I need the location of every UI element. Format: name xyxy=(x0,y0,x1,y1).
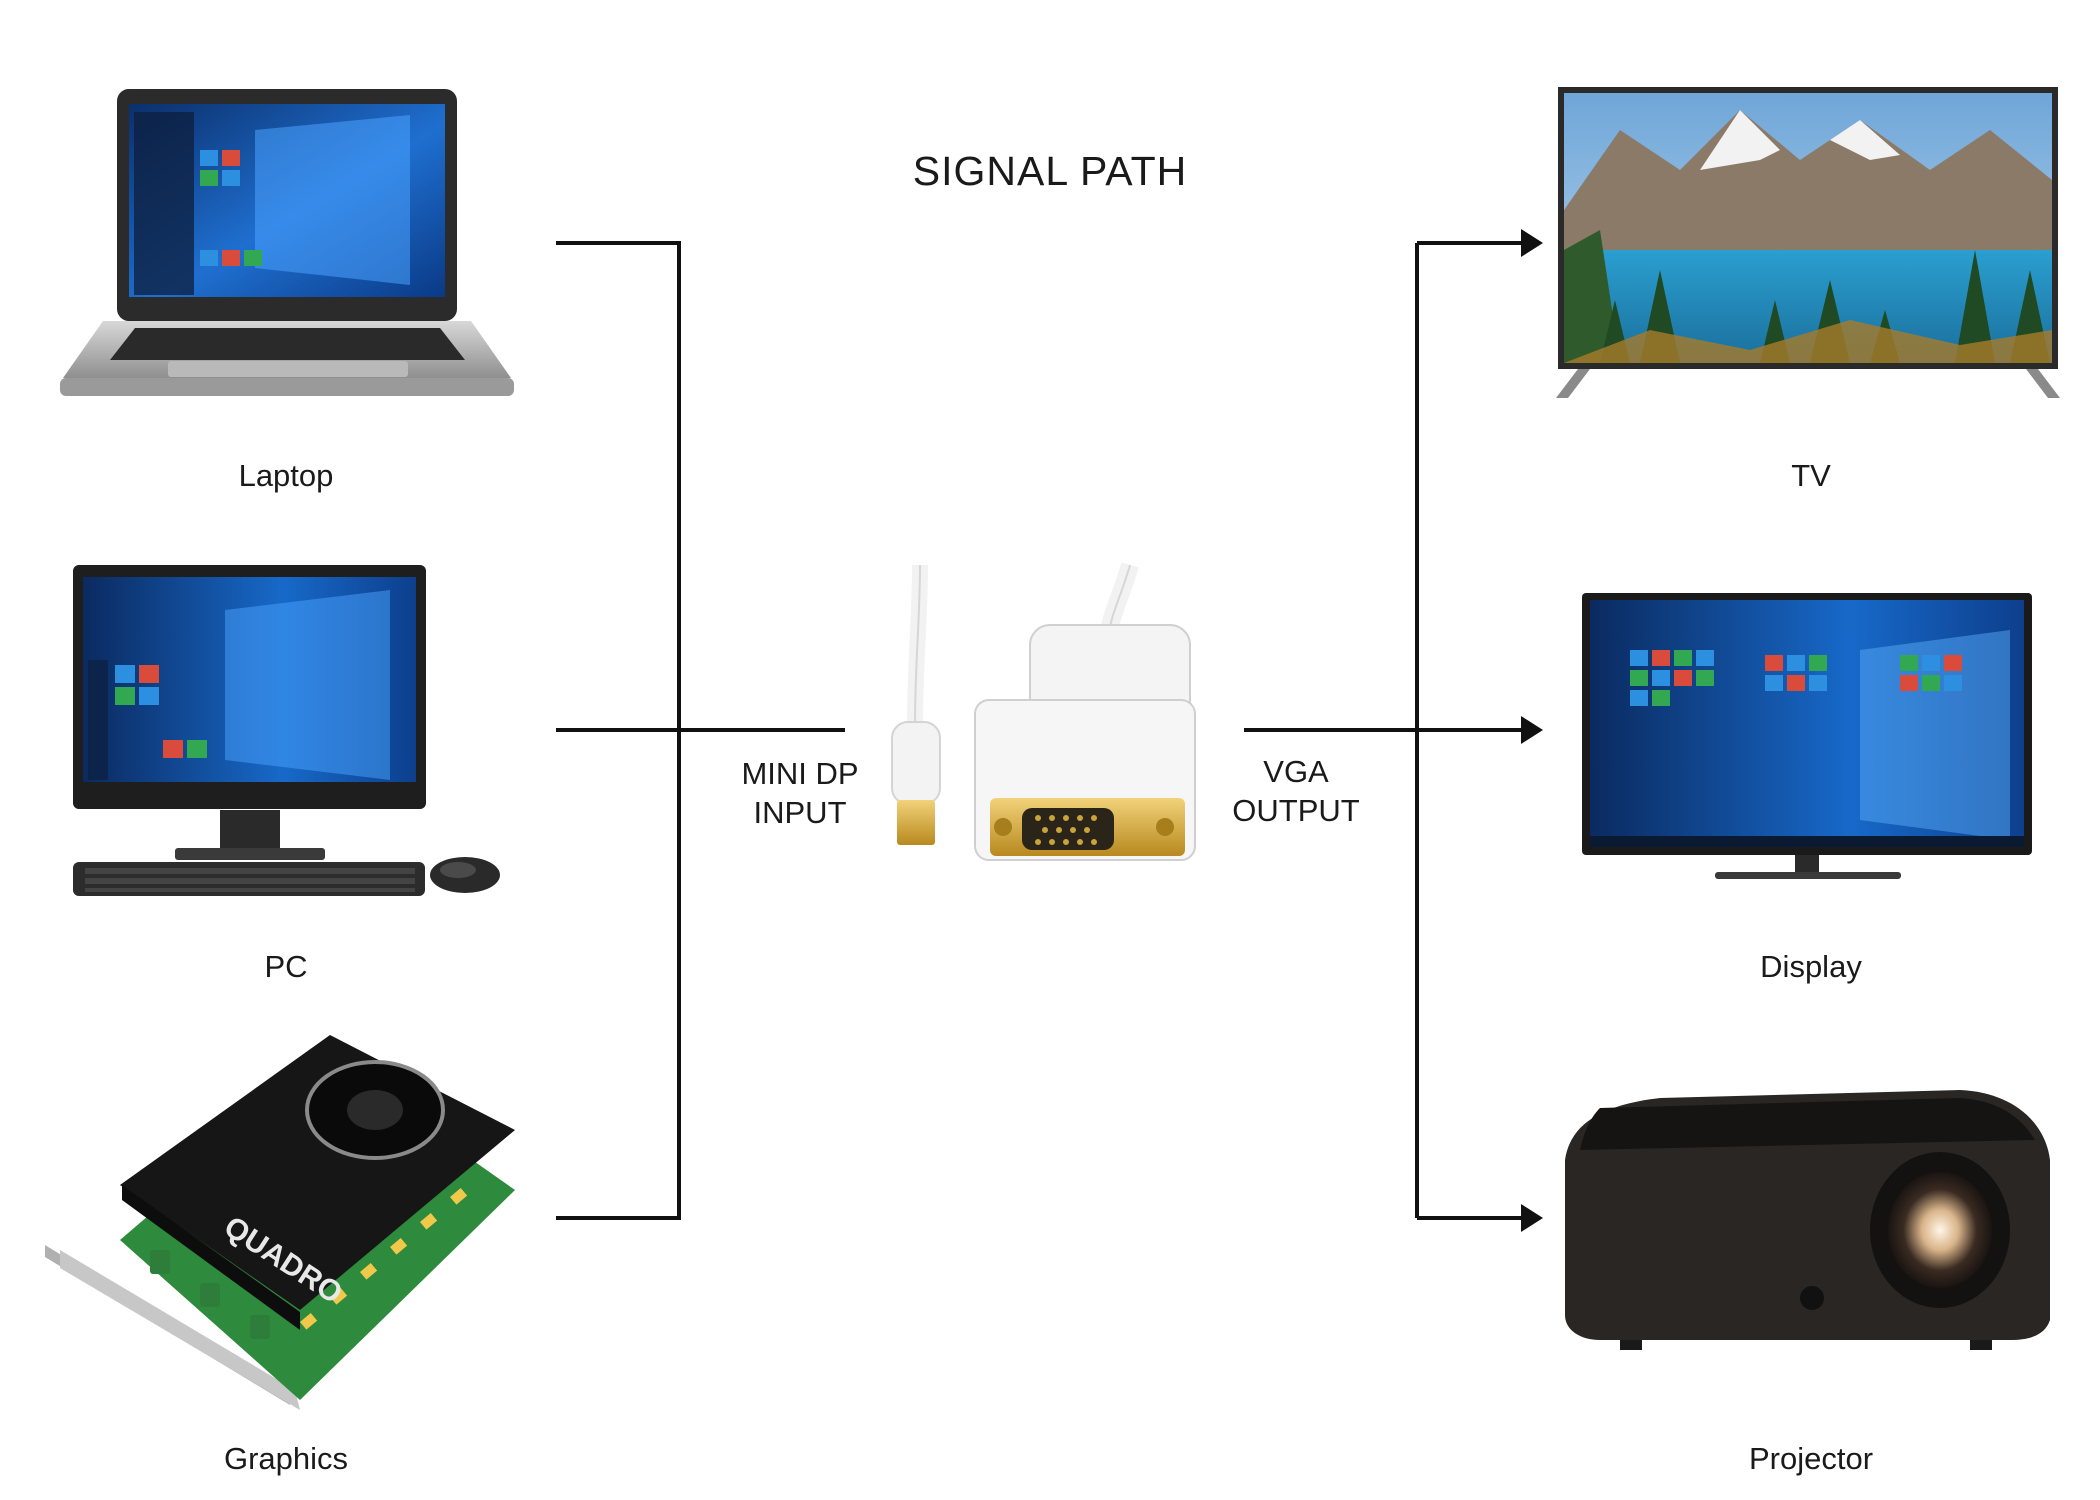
laptop-icon xyxy=(60,89,514,396)
projector-icon xyxy=(1565,1090,2050,1350)
mini-dp-input-label: MINI DP INPUT xyxy=(700,754,900,832)
desktop-pc-icon xyxy=(73,565,500,896)
display-label: Display xyxy=(1760,949,1862,984)
output-connector-lines xyxy=(1244,241,1536,1220)
mini-dp-connector xyxy=(891,564,941,845)
monitor-icon xyxy=(1582,593,2032,879)
vga-output-line2: OUTPUT xyxy=(1232,793,1360,828)
tv-icon xyxy=(1556,87,2060,398)
mini-dp-input-line2: INPUT xyxy=(753,795,847,830)
vga-output-line1: VGA xyxy=(1263,754,1329,789)
tv-arrowhead xyxy=(1521,229,1543,257)
display-arrowhead xyxy=(1521,716,1543,744)
input-connector-lines xyxy=(556,241,845,1220)
projector-arrowhead xyxy=(1521,1204,1543,1232)
graphics-label: Graphics xyxy=(223,1441,349,1476)
vga-output-label: VGA OUTPUT xyxy=(1196,752,1396,830)
pc-label: PC xyxy=(264,949,308,984)
vga-connector xyxy=(974,562,1196,861)
tv-label: TV xyxy=(1791,458,1831,493)
diagram-title: SIGNAL PATH xyxy=(912,148,1188,194)
mini-dp-input-line1: MINI DP xyxy=(741,756,859,791)
laptop-label: Laptop xyxy=(238,458,334,493)
projector-label: Projector xyxy=(1748,1441,1874,1476)
graphics-card-icon: QUADRO xyxy=(45,1035,515,1410)
arrowheads xyxy=(1521,229,1543,1232)
